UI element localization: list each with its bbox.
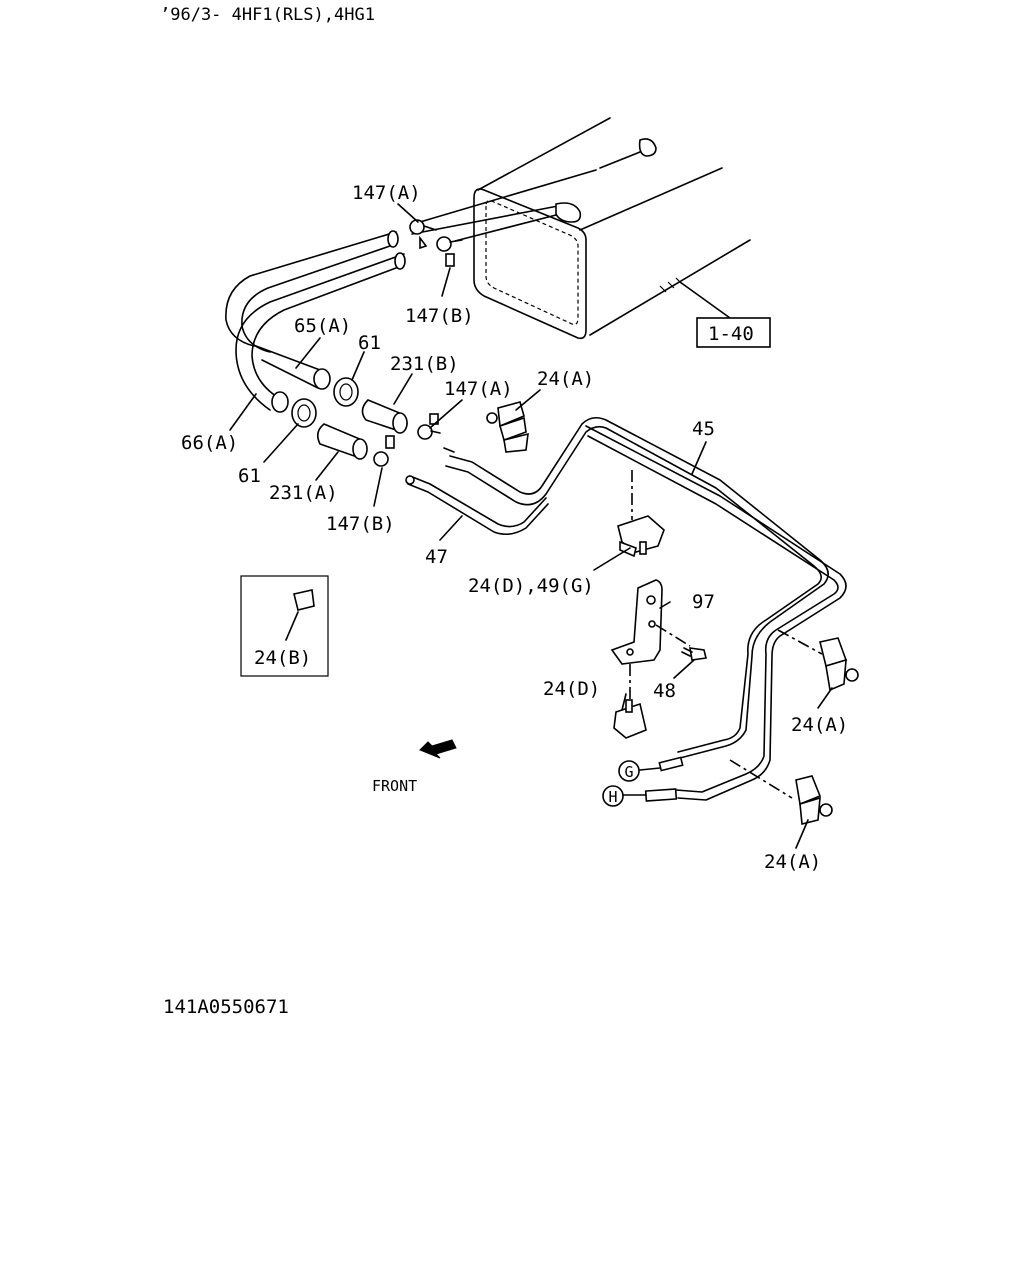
fuel-tank bbox=[411, 117, 751, 340]
inset-24b: 24(B) bbox=[240, 575, 329, 677]
callout-97: 97 bbox=[692, 591, 715, 613]
diagram-header: ’96/3- 4HF1(RLS),4HG1 bbox=[160, 5, 375, 25]
callout-24d-49g: 24(D),49(G) bbox=[468, 575, 594, 597]
callout-45: 45 bbox=[692, 418, 715, 440]
diagram-code: 141A0550671 bbox=[163, 996, 289, 1018]
callout-66a: 66(A) bbox=[181, 432, 238, 454]
pipe-end-g bbox=[639, 756, 684, 772]
ref-box: 1-40 bbox=[679, 281, 771, 348]
clip-24a-right bbox=[777, 629, 859, 692]
fitting-147b-bottom bbox=[373, 435, 395, 467]
callout-147a-mid: 147(A) bbox=[444, 378, 513, 400]
fitting-147a-top bbox=[409, 219, 437, 250]
hose-231b bbox=[361, 399, 408, 434]
callout-47: 47 bbox=[425, 546, 448, 568]
callout-65a: 65(A) bbox=[294, 315, 351, 337]
callout-147a-top: 147(A) bbox=[352, 182, 421, 204]
clip-24a-bottom bbox=[729, 759, 833, 826]
front-arrow: FRONT bbox=[372, 739, 457, 795]
fitting-147b-top bbox=[436, 236, 463, 267]
callout-24a-bottom: 24(A) bbox=[764, 851, 821, 873]
clamp-61-top bbox=[333, 377, 359, 407]
svg-text:G: G bbox=[624, 763, 633, 781]
callout-61-bottom: 61 bbox=[238, 465, 261, 487]
hose-65a bbox=[235, 252, 406, 413]
callout-231a: 231(A) bbox=[269, 482, 338, 504]
pipe-end-h bbox=[623, 788, 678, 802]
callout-24d: 24(D) bbox=[543, 678, 600, 700]
clamp-24d-49g bbox=[617, 470, 665, 558]
bracket-97 bbox=[610, 579, 691, 665]
hose-231a bbox=[316, 423, 368, 460]
callout-61-top: 61 bbox=[358, 332, 381, 354]
callout-24a-right: 24(A) bbox=[791, 714, 848, 736]
front-label: FRONT bbox=[372, 777, 417, 795]
pipe-45 bbox=[443, 416, 847, 801]
inset-label: 24(B) bbox=[254, 647, 311, 669]
clamp-24d bbox=[613, 664, 647, 739]
callout-48: 48 bbox=[653, 680, 676, 702]
callout-147b-top: 147(B) bbox=[405, 305, 474, 327]
clamp-61-bottom bbox=[291, 398, 317, 428]
callout-147b-bottom: 147(B) bbox=[326, 513, 395, 535]
clip-24a-top bbox=[486, 401, 529, 453]
callout-231b: 231(B) bbox=[390, 353, 459, 375]
circle-label-h: H bbox=[602, 785, 624, 807]
svg-text:H: H bbox=[608, 788, 617, 806]
callout-24a-top: 24(A) bbox=[537, 368, 594, 390]
leader-lines bbox=[229, 203, 833, 849]
pipe-47 bbox=[405, 475, 549, 536]
fitting-147a-mid bbox=[417, 413, 441, 440]
bolt-48 bbox=[681, 647, 707, 661]
callout-labels: 147(A) 147(B) 65(A) 61 231(B) 147(A) 24(… bbox=[181, 182, 848, 873]
circle-label-g: G bbox=[618, 760, 640, 782]
ref-box-label: 1-40 bbox=[708, 323, 754, 345]
